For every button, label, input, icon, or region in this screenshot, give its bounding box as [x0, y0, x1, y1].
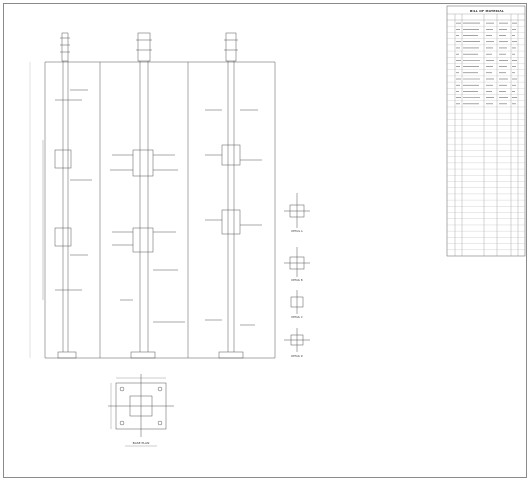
pole-1	[42, 32, 92, 359]
elevation-frame	[29, 61, 276, 359]
base-plan-title: BASE PLAN	[133, 441, 150, 445]
detail-c-title: DETAIL C	[291, 315, 302, 319]
detail-d-title: DETAIL D	[291, 354, 302, 358]
pole-2	[110, 32, 185, 359]
detail-views	[284, 193, 310, 352]
base-plan-view	[108, 374, 174, 437]
view-labels: BASE PLAN DETAIL A DETAIL B DETAIL C DET…	[125, 229, 303, 447]
bom-rows	[447, 22, 525, 250]
detail-b-title: DETAIL B	[291, 278, 302, 282]
pole-3	[205, 32, 262, 359]
drawing-sheet-border	[3, 3, 527, 478]
detail-a-title: DETAIL A	[291, 229, 302, 233]
bom-table	[446, 5, 526, 257]
bom-title: BILL OF MATERIAL	[470, 9, 504, 13]
